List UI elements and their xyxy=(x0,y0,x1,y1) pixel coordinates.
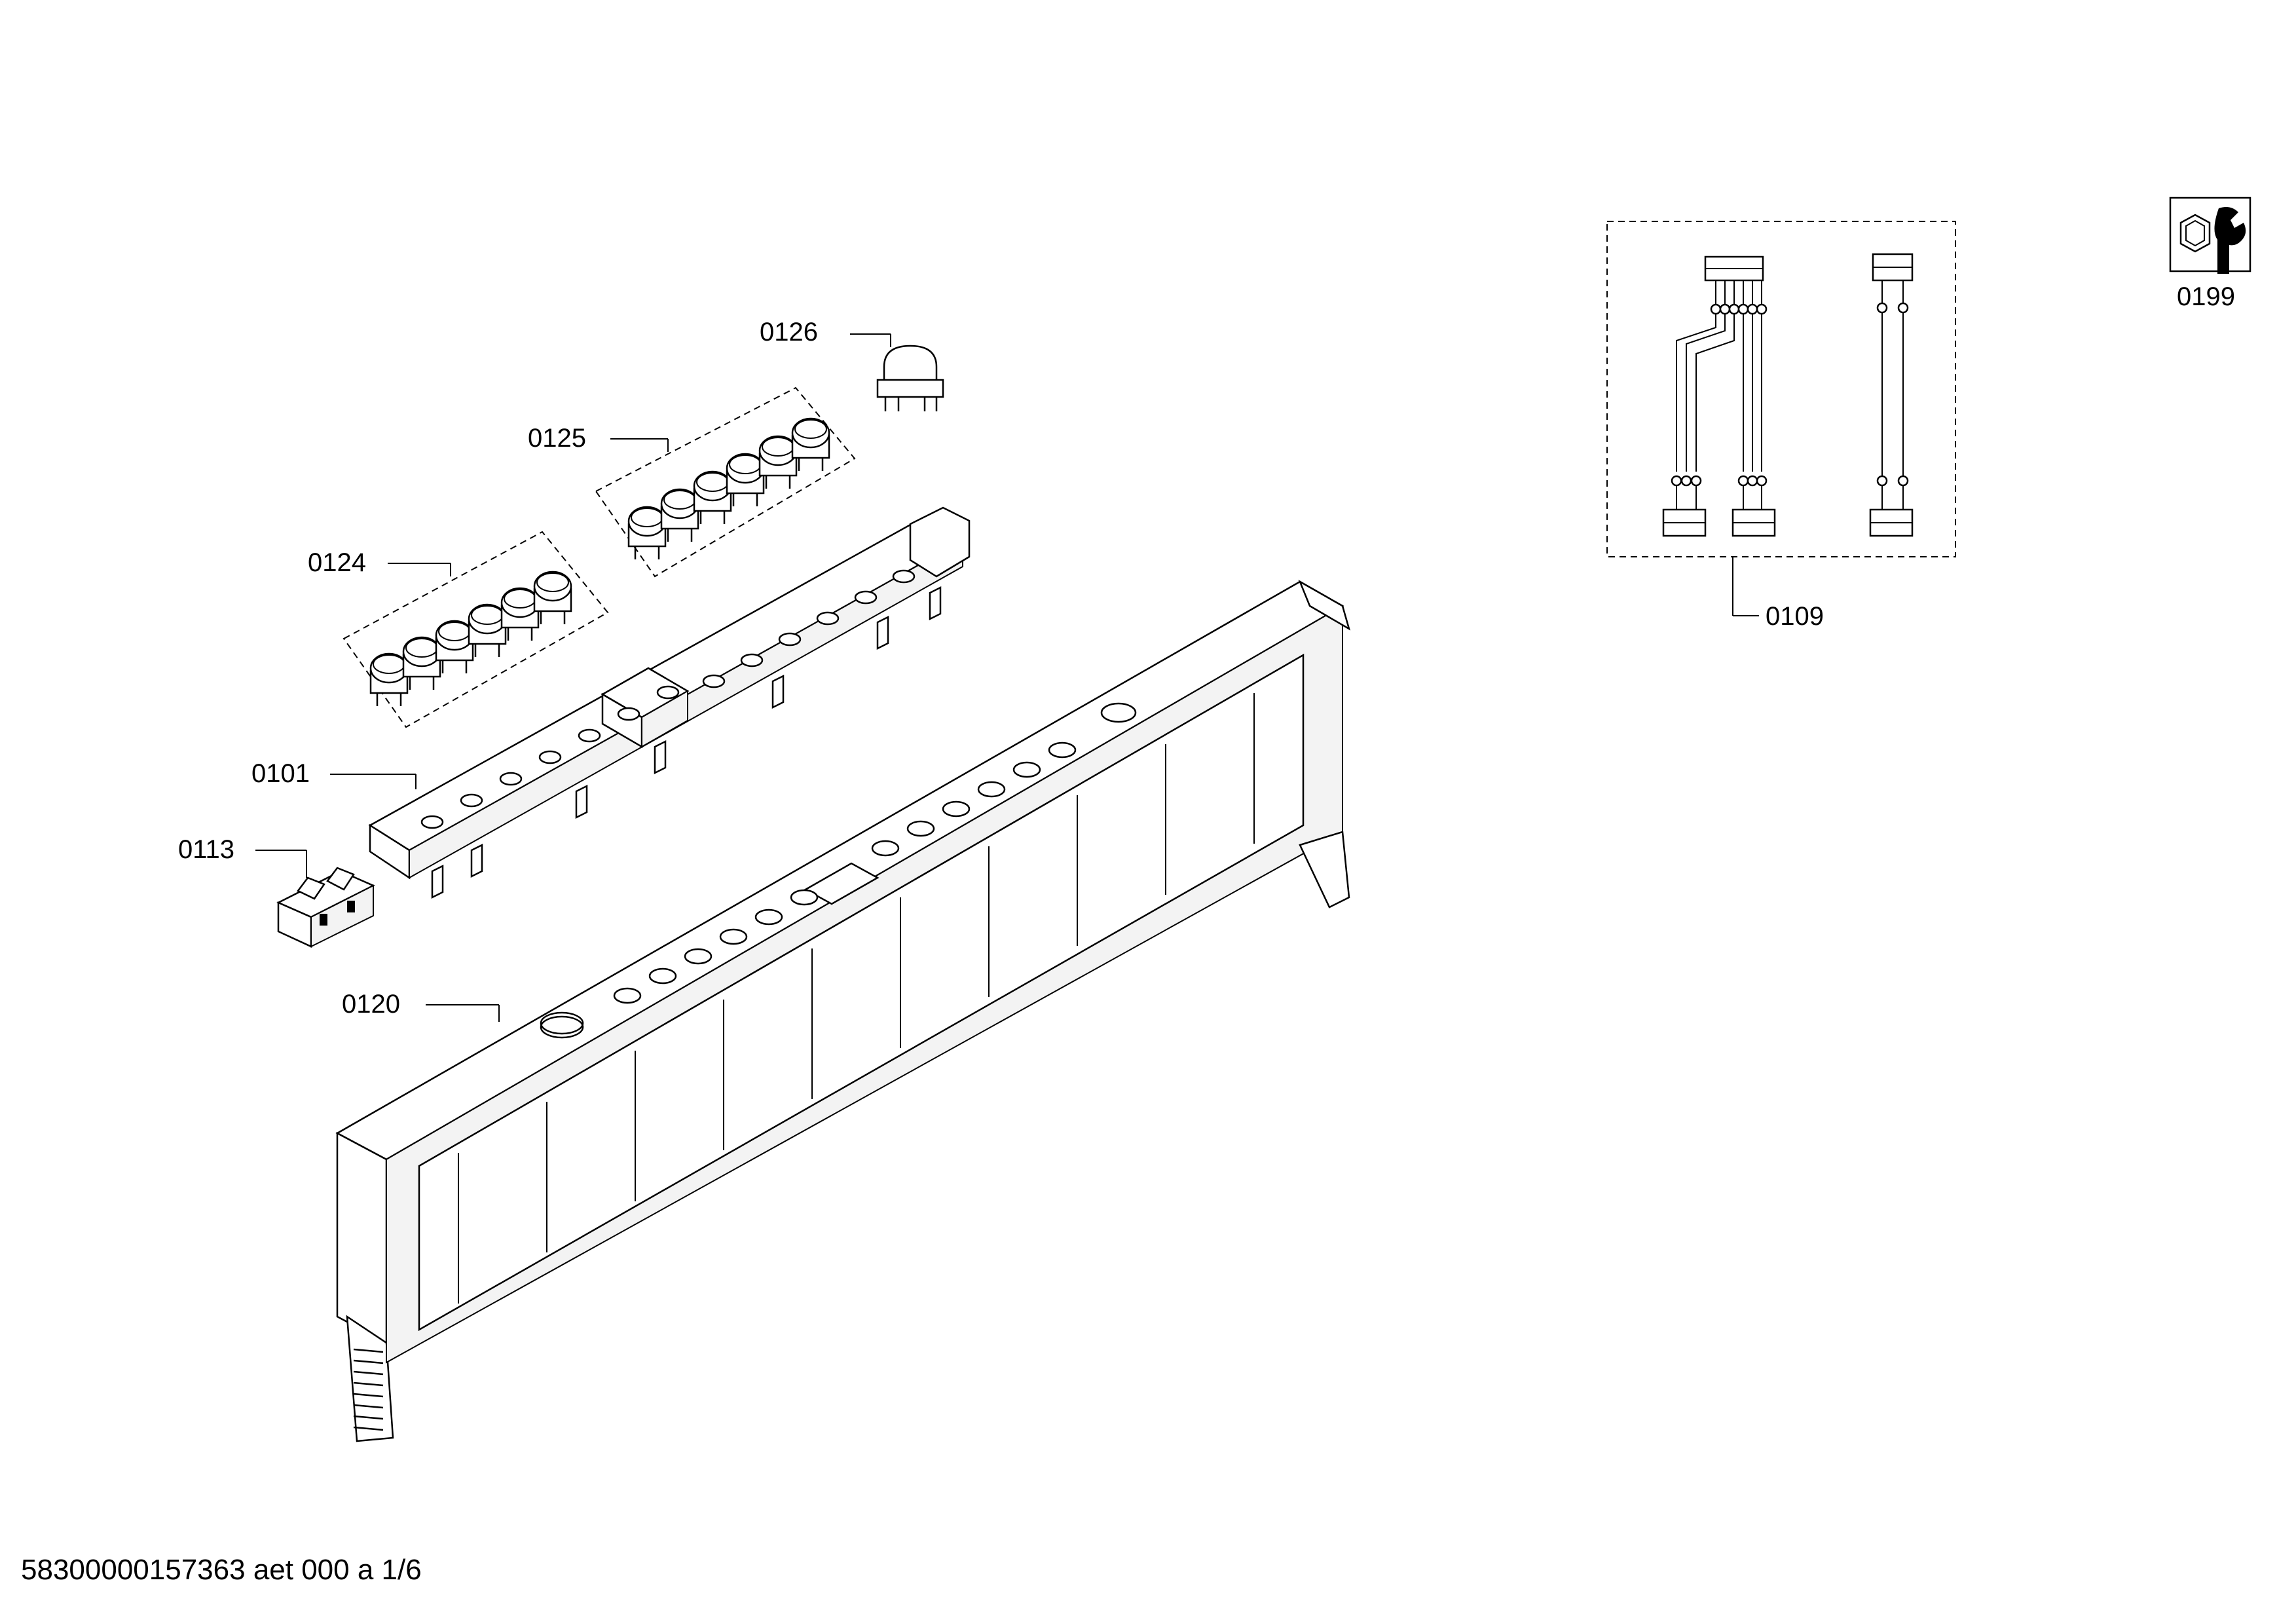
led-indicator xyxy=(617,707,640,721)
led-indicator xyxy=(740,653,764,667)
led-indicator xyxy=(854,590,878,605)
button-hole xyxy=(871,840,900,857)
rack-tooth xyxy=(353,1393,384,1398)
led-indicator xyxy=(816,611,840,626)
mounting-leg xyxy=(654,740,667,775)
button-hole xyxy=(719,928,748,945)
button-hole xyxy=(1100,702,1137,723)
mounting-leg xyxy=(771,674,785,709)
part-0120-front-panel[interactable] xyxy=(335,580,1351,1442)
rack-tooth xyxy=(353,1348,384,1353)
button-hole xyxy=(790,889,819,906)
push-button xyxy=(402,636,441,690)
part-0199-service-tool[interactable] xyxy=(2169,197,2251,274)
led-indicator xyxy=(499,772,523,786)
button-hole xyxy=(1048,741,1077,759)
part-0125-button-strip[interactable] xyxy=(595,386,856,578)
button-hole xyxy=(613,987,642,1004)
label-0101: 0101 xyxy=(251,759,310,788)
label-0120: 0120 xyxy=(342,990,400,1019)
led-indicator xyxy=(578,728,601,743)
push-button xyxy=(660,488,699,542)
label-0199: 0199 xyxy=(2177,282,2235,311)
push-button xyxy=(369,652,409,706)
led-indicator xyxy=(892,569,916,584)
drawing-reference-footer: 58300000157363 aet 000 a 1/6 xyxy=(21,1554,422,1586)
push-button xyxy=(468,603,507,657)
wrench-icon xyxy=(2179,207,2246,274)
push-button xyxy=(791,417,830,471)
button-hole xyxy=(977,781,1006,798)
led-indicator xyxy=(538,750,562,764)
label-0126: 0126 xyxy=(760,318,818,347)
mounting-leg xyxy=(470,843,483,878)
label-0109: 0109 xyxy=(1766,602,1824,631)
mounting-leg xyxy=(876,615,889,650)
button-hole xyxy=(684,948,713,965)
part-0113-connector-clip[interactable] xyxy=(255,850,375,948)
button-hole xyxy=(1012,761,1041,778)
button-hole xyxy=(648,967,677,985)
led-indicator xyxy=(702,674,726,688)
label-0124: 0124 xyxy=(308,548,366,577)
part-0101-control-module[interactable] xyxy=(330,506,971,899)
push-button xyxy=(533,571,572,624)
rack-tooth xyxy=(353,1415,384,1420)
part-0126-button[interactable] xyxy=(850,333,944,411)
rack-tooth xyxy=(353,1381,384,1387)
mounting-leg xyxy=(431,864,444,899)
mounting-leg xyxy=(929,586,942,621)
led-indicator xyxy=(420,815,444,829)
label-0125: 0125 xyxy=(528,424,586,453)
push-button xyxy=(435,620,474,673)
button-hole xyxy=(754,909,783,926)
led-indicator xyxy=(460,793,483,808)
led-indicator xyxy=(656,685,680,700)
rack-tooth xyxy=(353,1359,384,1364)
part-0109-cable-harness[interactable] xyxy=(1606,221,1956,616)
led-indicator xyxy=(778,632,802,647)
button-hole xyxy=(942,800,971,817)
push-button xyxy=(726,453,765,506)
push-button xyxy=(500,587,540,641)
push-button xyxy=(693,470,732,524)
rack-tooth xyxy=(353,1404,384,1409)
push-button xyxy=(627,506,667,559)
part-0124-button-strip[interactable] xyxy=(343,531,609,728)
push-button xyxy=(758,435,798,489)
button-hole xyxy=(906,820,935,837)
mounting-leg xyxy=(575,784,588,819)
label-0113: 0113 xyxy=(178,835,234,864)
rack-tooth xyxy=(353,1370,384,1376)
rack-tooth xyxy=(353,1426,384,1431)
